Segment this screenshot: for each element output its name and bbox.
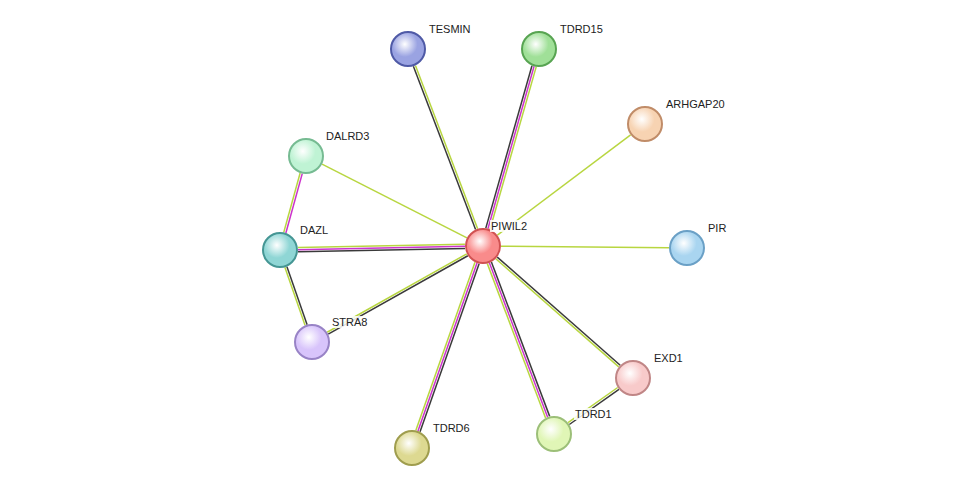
edge-strand — [284, 173, 300, 232]
interaction-edge — [486, 66, 536, 230]
protein-node: STRA8 — [294, 324, 330, 360]
interaction-edge — [487, 262, 549, 418]
node-label: ARHGAP20 — [665, 98, 726, 110]
edge-strand — [287, 267, 307, 325]
edge-strand — [486, 66, 532, 228]
protein-node: DAZL — [262, 232, 298, 268]
node-label: TDRD6 — [432, 422, 471, 434]
protein-node: TDRD15 — [521, 31, 557, 67]
node-label: PIR — [707, 222, 727, 234]
node-label: TESMIN — [428, 23, 472, 35]
interaction-edge — [298, 244, 465, 252]
interaction-edge — [413, 65, 477, 229]
protein-node: ARHGAP20 — [627, 106, 663, 142]
interaction-edge — [501, 246, 669, 248]
edge-strand — [501, 246, 669, 248]
edge-strand — [418, 263, 477, 431]
edge-strand — [569, 389, 619, 424]
node-label: TDRD15 — [559, 23, 604, 35]
protein-node: TDRD6 — [394, 430, 430, 466]
edge-strand — [285, 267, 305, 325]
node-label: PIWIL2 — [490, 220, 528, 232]
edge-strand — [489, 263, 547, 417]
interaction-edge — [416, 262, 479, 431]
edge-strand — [568, 388, 618, 423]
protein-node: DALRD3 — [288, 138, 324, 174]
edge-strand — [327, 254, 467, 332]
edge-strand — [487, 264, 545, 418]
node-label: STRA8 — [331, 316, 368, 328]
node-label: DAZL — [299, 224, 329, 236]
interaction-edge — [322, 164, 467, 238]
interaction-edge — [327, 254, 468, 334]
edge-strand — [416, 262, 475, 430]
edge-strand — [497, 257, 620, 365]
edge-strand — [488, 66, 534, 228]
interaction-edge — [568, 388, 619, 425]
protein-node: PIWIL2 — [465, 228, 501, 264]
protein-node: TDRD1 — [536, 416, 572, 452]
edge-strand — [298, 244, 465, 247]
node-label: EXD1 — [653, 352, 684, 364]
edge-strand — [491, 262, 549, 416]
protein-node: EXD1 — [615, 360, 651, 396]
edge-strand — [415, 65, 477, 228]
interaction-edge — [285, 267, 307, 326]
edge-strand — [490, 67, 536, 229]
protein-node: TESMIN — [390, 31, 426, 67]
interaction-edge — [496, 257, 620, 367]
edge-strand — [496, 259, 619, 367]
edge-strand — [420, 264, 479, 432]
edge-strand — [322, 164, 467, 238]
protein-node: PIR — [669, 230, 705, 266]
node-label: DALRD3 — [325, 130, 370, 142]
edge-strand — [413, 66, 475, 229]
node-label: TDRD1 — [574, 408, 613, 420]
edge-strand — [328, 256, 468, 334]
